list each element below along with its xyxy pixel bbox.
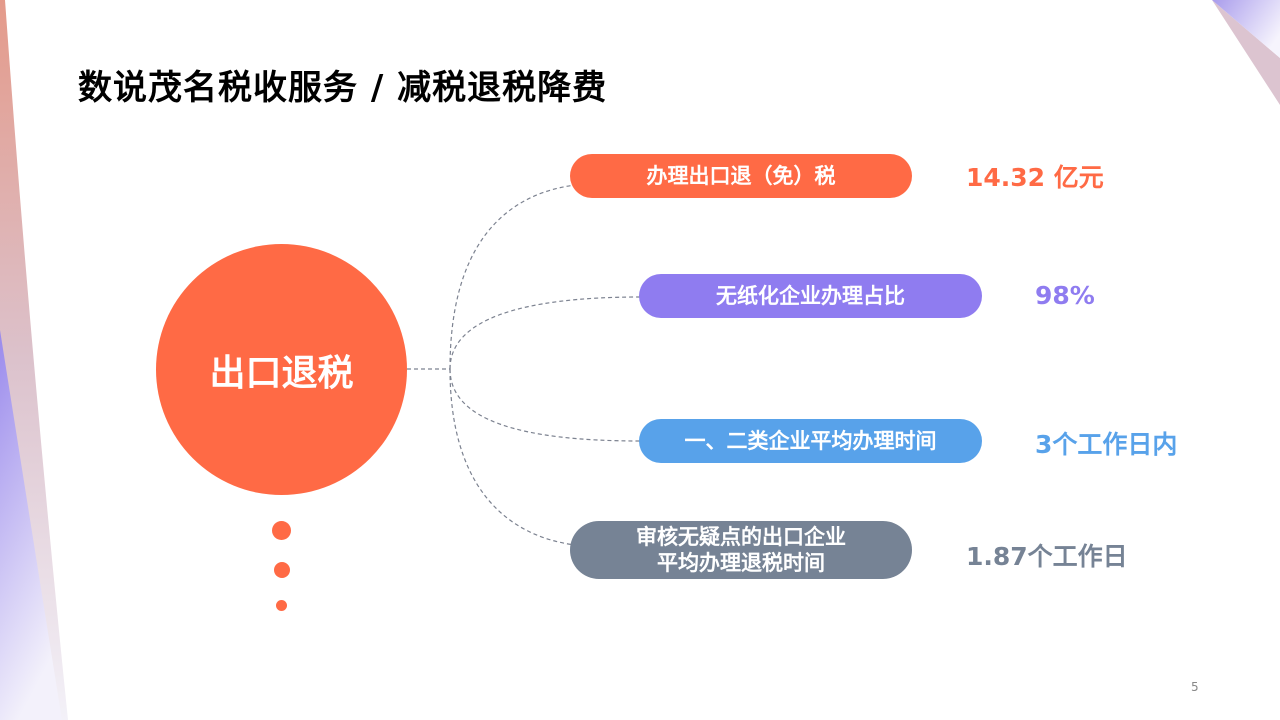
- pill-label: 办理出口退（免）税: [646, 164, 836, 188]
- pill-label: 一、二类企业平均办理时间: [684, 429, 937, 453]
- item-pill-paperless: 无纸化企业办理占比: [639, 274, 982, 318]
- slide-title: 数说茂名税收服务 / 减税退税降费: [78, 68, 608, 108]
- pill-label: 无纸化企业办理占比: [716, 284, 905, 308]
- pill-label-line2: 平均办理退税时间: [657, 551, 825, 575]
- page-number: 5: [1191, 680, 1199, 694]
- item-value-avg-time: 3个工作日内: [1035, 430, 1178, 459]
- pill-label-line1: 审核无疑点的出口企业: [636, 525, 846, 549]
- connector-lines: [407, 184, 641, 546]
- item-value-no-doubt: 1.87个工作日: [966, 542, 1128, 571]
- center-label: 出口退税: [209, 352, 354, 394]
- dot-3: [276, 600, 287, 611]
- center-circle: 出口退税: [156, 244, 407, 495]
- item-pill-avg-time: 一、二类企业平均办理时间: [639, 419, 982, 463]
- dot-2: [274, 562, 290, 578]
- item-pill-export-refund: 办理出口退（免）税: [570, 154, 912, 198]
- item-value-paperless: 98%: [1035, 281, 1095, 310]
- item-value-export-refund: 14.32 亿元: [966, 163, 1104, 192]
- dot-1: [272, 521, 291, 540]
- item-pill-no-doubt: 审核无疑点的出口企业 平均办理退税时间: [570, 521, 912, 579]
